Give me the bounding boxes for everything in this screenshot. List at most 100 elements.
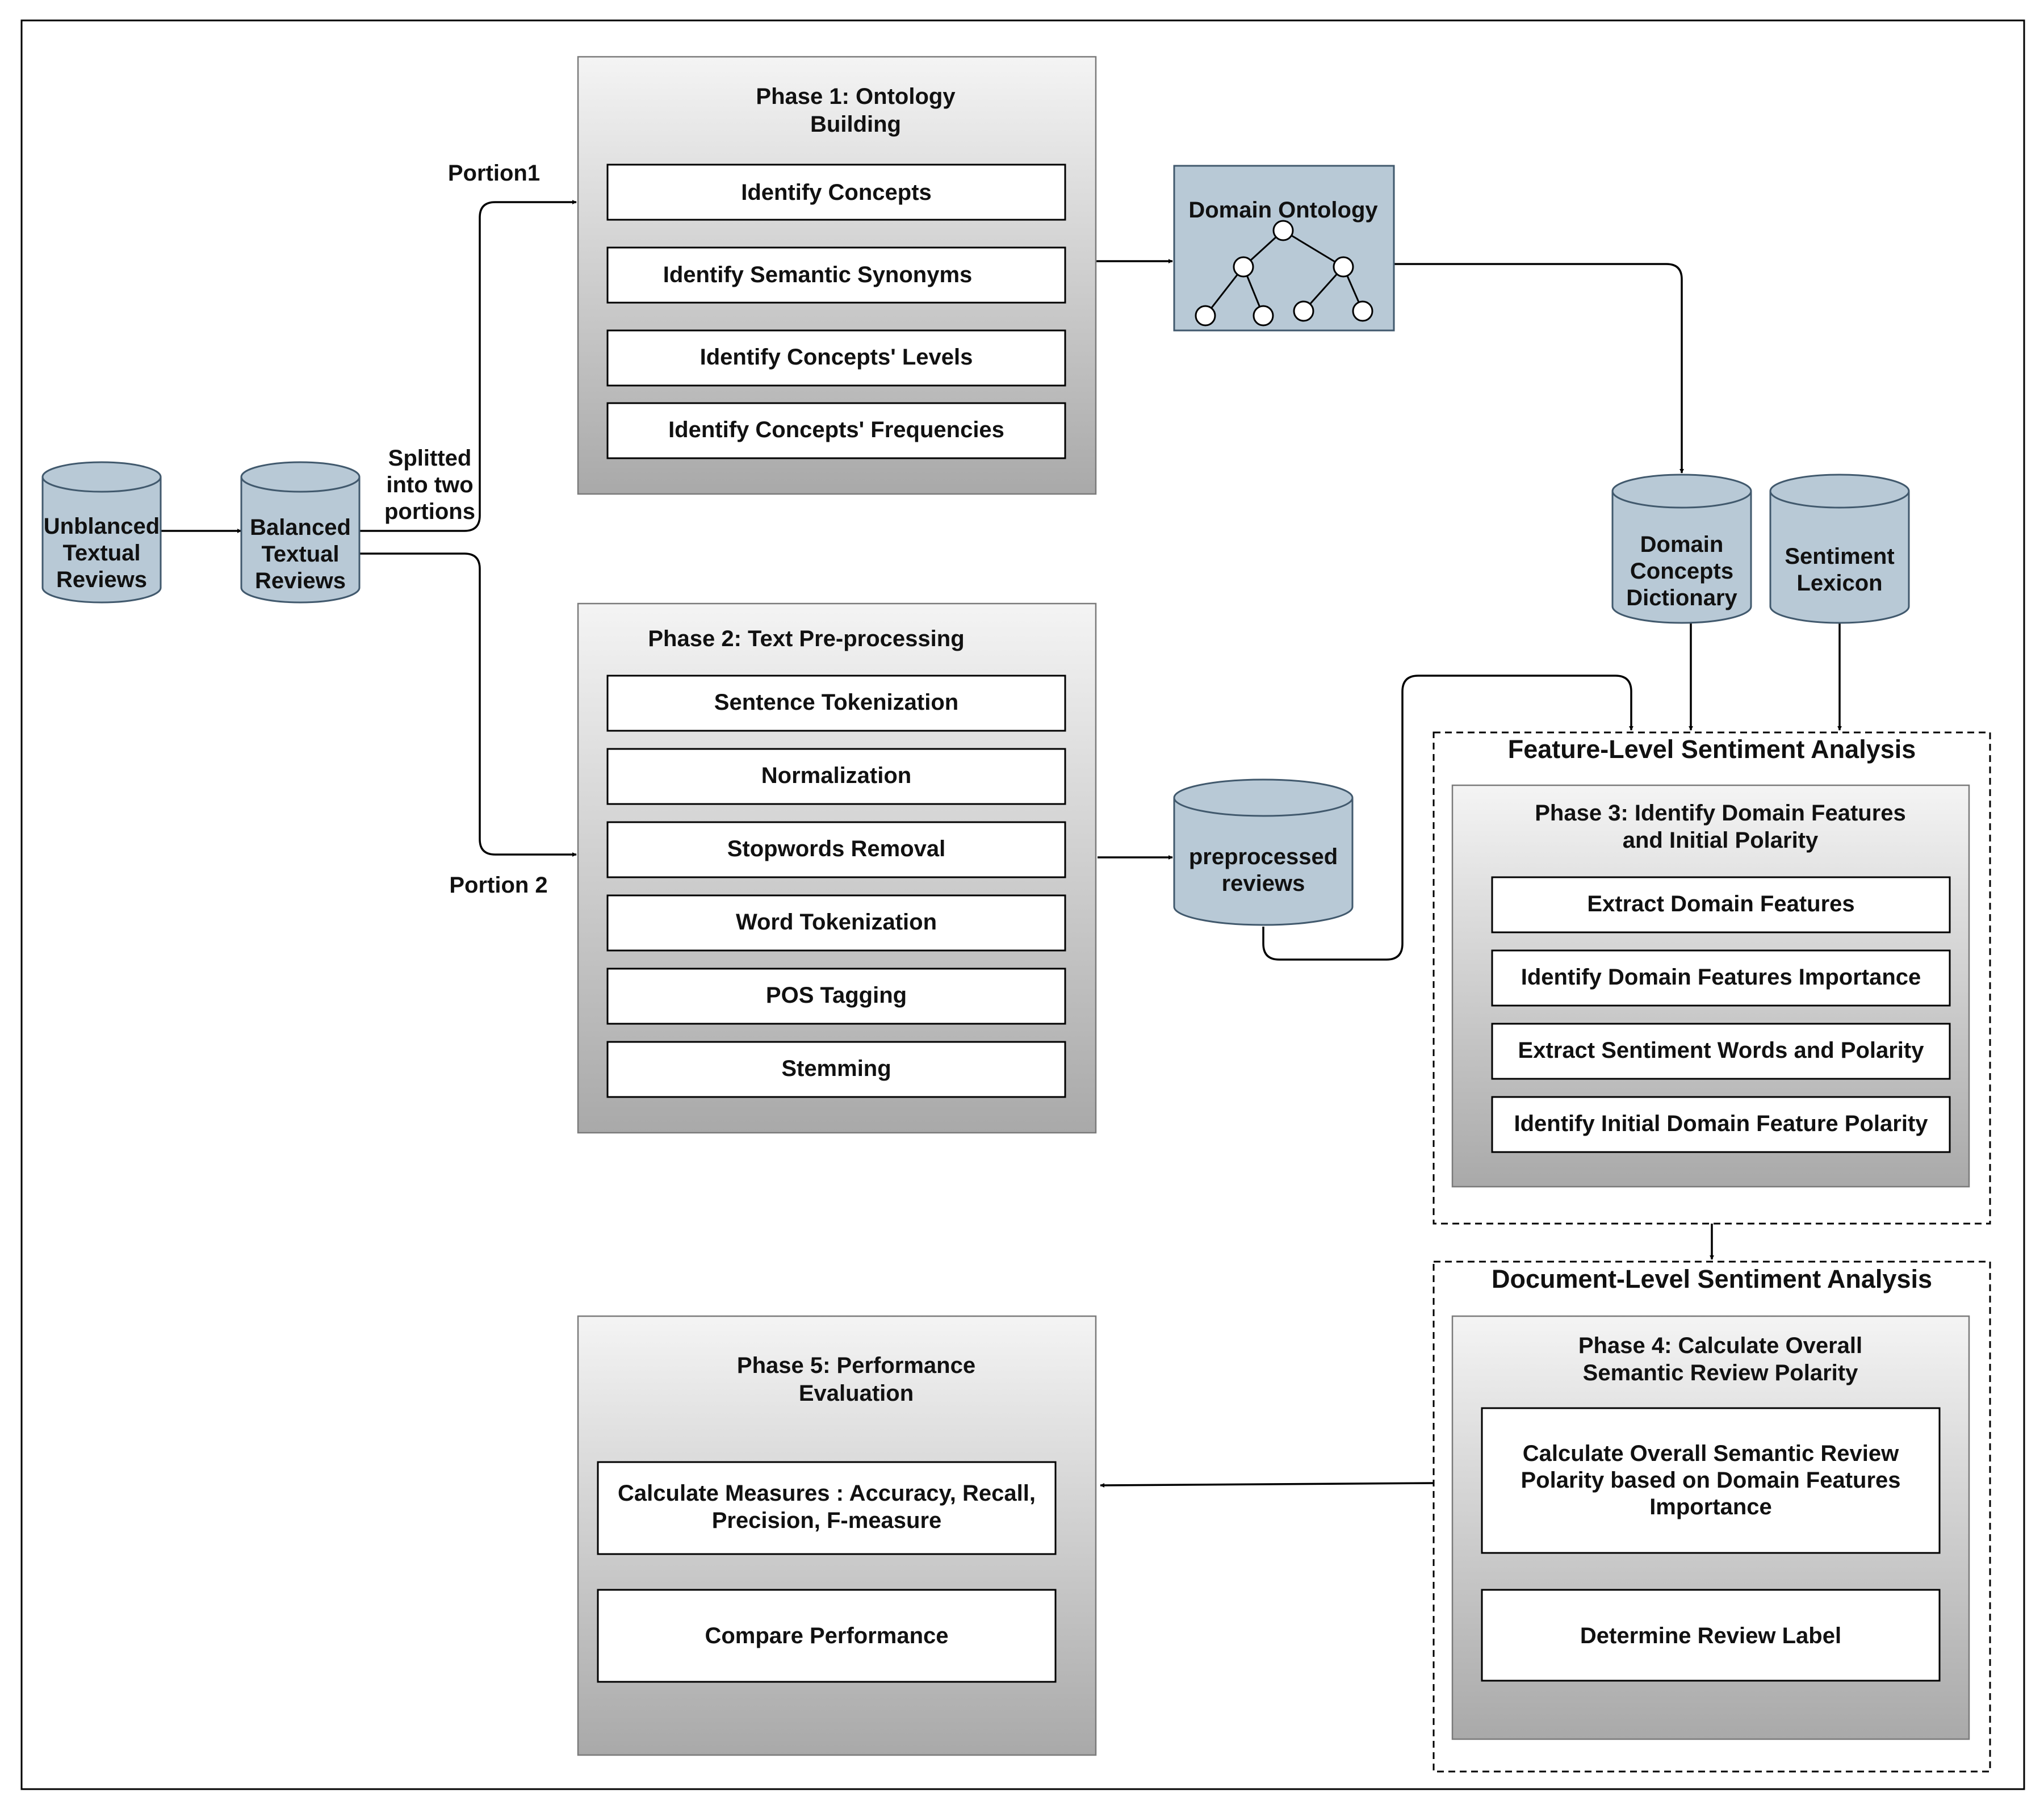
text-line: Calculate Overall Semantic Review xyxy=(1523,1441,1899,1466)
phase2-step-stemming: Stemming xyxy=(606,1041,1066,1098)
svg-text:POS Tagging: POS Tagging xyxy=(766,983,907,1008)
document-level-sentiment-analysis: Document-Level Sentiment Analysis Phase … xyxy=(1433,1261,1991,1773)
phase1-step-concepts-levels: Identify Concepts' Levels xyxy=(606,329,1066,387)
text-line: and Initial Polarity xyxy=(1623,828,1819,853)
text-line: Unblanced xyxy=(44,514,160,539)
arrow-balanced-to-phase1 xyxy=(359,200,577,532)
phase3-step-extract-domain-features: Extract Domain Features xyxy=(1491,876,1951,933)
svg-text:Identify Concepts' Levels: Identify Concepts' Levels xyxy=(700,345,973,370)
svg-text:Identify Domain Features Impor: Identify Domain Features Importance xyxy=(1521,965,1921,990)
text-line: Phase 5: Performance xyxy=(737,1353,975,1378)
svg-text:Identify Initial Domain Featur: Identify Initial Domain Feature Polarity xyxy=(1514,1111,1928,1136)
text-line: Dictionary xyxy=(1626,585,1737,610)
text-line: Balanced xyxy=(250,515,351,540)
text-line: preprocessed xyxy=(1189,844,1338,869)
svg-text:Normalization: Normalization xyxy=(761,763,911,788)
arrow-ontology-to-dictionary xyxy=(1394,263,1684,474)
phase2-step-pos-tagging: POS Tagging xyxy=(606,968,1066,1025)
svg-text:Calculate Measures : Accuracy,: Calculate Measures : Accuracy, Recall,Pr… xyxy=(618,1481,1036,1533)
arrow-preprocessed-to-feature-level xyxy=(1262,675,1633,961)
text-line: reviews xyxy=(1222,871,1305,896)
text-line: into two xyxy=(386,472,473,497)
text-line: Textual xyxy=(261,542,339,567)
svg-text:Sentence Tokenization: Sentence Tokenization xyxy=(714,690,958,715)
phase3-step-initial-polarity: Identify Initial Domain Feature Polarity xyxy=(1491,1096,1951,1153)
ontology-tree-icon xyxy=(1195,220,1373,326)
text-line: Polarity based on Domain Features xyxy=(1521,1468,1900,1493)
svg-text:Compare Performance: Compare Performance xyxy=(705,1623,948,1648)
portion2-label: Portion 2 xyxy=(449,873,547,898)
phase2-text-preprocessing: Phase 2: Text Pre-processing Sentence To… xyxy=(577,602,1097,1134)
text-line: Importance xyxy=(1649,1494,1772,1519)
svg-text:Extract Sentiment Words and Po: Extract Sentiment Words and Polarity xyxy=(1518,1038,1925,1063)
phase2-title: Phase 2: Text Pre-processing xyxy=(648,626,964,651)
text-line: portions xyxy=(384,499,475,524)
text-line: Phase 3: Identify Domain Features xyxy=(1535,801,1906,826)
svg-text:Identify Concepts: Identify Concepts xyxy=(741,180,932,205)
text-line: Concepts xyxy=(1630,559,1733,584)
text-line: Compare Performance xyxy=(705,1623,948,1648)
svg-text:Extract Domain Features: Extract Domain Features xyxy=(1587,891,1854,916)
svg-text:Calculate Overall Semantic Rev: Calculate Overall Semantic ReviewPolarit… xyxy=(1521,1441,1900,1519)
phase5-step-calculate-measures: Calculate Measures : Accuracy, Recall,Pr… xyxy=(597,1461,1057,1555)
document-level-title: Document-Level Sentiment Analysis xyxy=(1492,1264,1932,1293)
feature-level-sentiment-analysis: Feature-Level Sentiment Analysis Phase 3… xyxy=(1433,731,1991,1225)
phase2-step-stopwords-removal: Stopwords Removal xyxy=(606,821,1066,878)
text-line: Determine Review Label xyxy=(1580,1623,1841,1648)
phase4-step-determine-review-label: Determine Review Label xyxy=(1481,1589,1941,1682)
connectors xyxy=(160,200,1842,1488)
arrow-document-level-to-phase5 xyxy=(1100,1482,1434,1488)
text-line: Reviews xyxy=(255,568,346,593)
outer-frame xyxy=(20,19,2025,1790)
text-line: Lexicon xyxy=(1796,571,1882,596)
portion1-label: Portion1 xyxy=(448,161,540,186)
feature-level-title: Feature-Level Sentiment Analysis xyxy=(1508,735,1916,764)
phase2-step-normalization: Normalization xyxy=(606,748,1066,805)
domain-ontology-label: Domain Ontology xyxy=(1188,198,1378,223)
text-line: Splitted xyxy=(388,446,472,471)
phase1-step-identify-concepts: Identify Concepts xyxy=(606,164,1066,221)
text-line: Precision, F-measure xyxy=(712,1508,942,1533)
phase3-step-feature-importance: Identify Domain Features Importance xyxy=(1491,949,1951,1007)
text-line: Sentiment xyxy=(1785,544,1894,569)
svg-text:Stopwords Removal: Stopwords Removal xyxy=(727,836,946,861)
svg-text:Word Tokenization: Word Tokenization xyxy=(736,910,937,935)
phase1-step-semantic-synonyms: Identify Semantic Synonyms xyxy=(606,246,1066,304)
phase3-step-sentiment-words: Extract Sentiment Words and Polarity xyxy=(1491,1023,1951,1080)
phase2-step-sentence-tokenization: Sentence Tokenization xyxy=(606,675,1066,732)
svg-text:Stemming: Stemming xyxy=(781,1056,891,1081)
text-line: Domain xyxy=(1640,532,1724,557)
svg-text:Identify Concepts' Frequencies: Identify Concepts' Frequencies xyxy=(668,417,1004,442)
text-line: Calculate Measures : Accuracy, Recall, xyxy=(618,1481,1036,1506)
phase5-step-compare-performance: Compare Performance xyxy=(597,1589,1057,1683)
arrow-balanced-to-phase2 xyxy=(359,552,577,857)
text-line: Evaluation xyxy=(799,1381,914,1406)
domain-ontology-box: Domain Ontology xyxy=(1173,165,1395,332)
text-line: Phase 1: Ontology xyxy=(756,84,956,109)
svg-text:Determine Review Label: Determine Review Label xyxy=(1580,1623,1841,1648)
text-line: Phase 2: Text Pre-processing xyxy=(648,626,964,651)
text-line: Building xyxy=(810,112,901,137)
phase1-step-concepts-frequencies: Identify Concepts' Frequencies xyxy=(606,402,1066,459)
